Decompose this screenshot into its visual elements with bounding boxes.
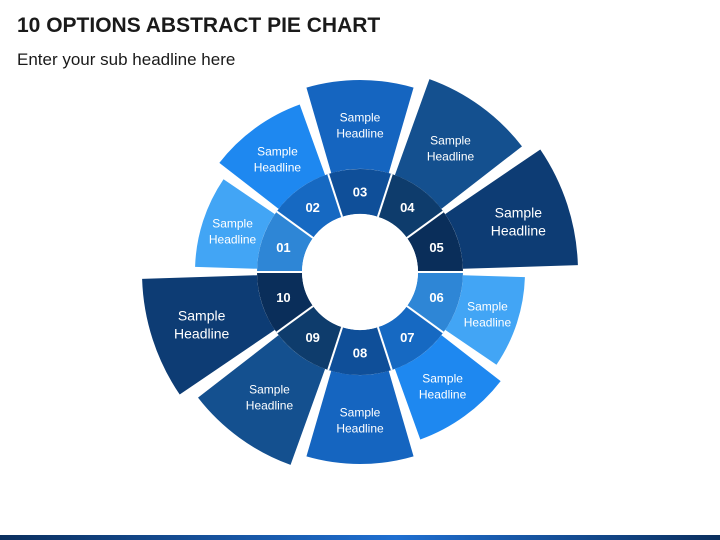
center-hole — [302, 214, 418, 330]
segment-04-inner — [377, 174, 444, 238]
segment-09 — [198, 335, 326, 465]
segment-label-line2: Headline — [427, 149, 475, 163]
segment-number: 10 — [276, 290, 290, 305]
segment-01-inner — [257, 211, 314, 272]
segment-10-inner — [257, 272, 314, 333]
segment-label-line1: Sample — [340, 406, 381, 420]
inner-ring-divider — [327, 326, 344, 371]
segment-label-line1: Sample — [178, 307, 226, 323]
inner-ring-divider — [406, 210, 444, 239]
segment-number: 05 — [429, 240, 443, 255]
segment-number: 02 — [305, 200, 319, 215]
segment-label-line2: Headline — [246, 399, 294, 413]
segment-label-line2: Headline — [209, 233, 257, 247]
inner-ring-divider — [327, 173, 344, 218]
segment-03-inner — [328, 169, 392, 217]
segment-10 — [142, 275, 275, 395]
segment-02 — [219, 104, 326, 209]
segment-label-line2: Headline — [419, 388, 467, 402]
segment-06-inner — [406, 272, 463, 333]
segment-label-line2: Headline — [336, 127, 384, 141]
segment-label-line1: Sample — [467, 299, 508, 313]
segment-number: 08 — [353, 346, 367, 361]
inner-ring-divider — [376, 173, 393, 218]
segment-number: 03 — [353, 185, 367, 200]
segment-05-inner — [406, 211, 463, 272]
segment-label-line1: Sample — [212, 217, 253, 231]
segment-label-line1: Sample — [495, 205, 543, 221]
segment-03 — [306, 79, 414, 174]
segment-number: 06 — [429, 290, 443, 305]
segment-label-line1: Sample — [249, 383, 290, 397]
bottom-accent-bar — [0, 535, 720, 540]
segment-06 — [445, 275, 525, 365]
inner-ring-divider — [406, 305, 444, 334]
segment-number: 04 — [400, 200, 415, 215]
segment-01 — [195, 179, 275, 269]
segment-label-line2: Headline — [336, 422, 384, 436]
segment-number: 07 — [400, 330, 414, 345]
segment-02-inner — [276, 174, 343, 238]
segment-04 — [394, 79, 522, 209]
segment-label-line1: Sample — [430, 133, 471, 147]
segment-label-line2: Headline — [464, 315, 512, 329]
segment-label-line1: Sample — [340, 111, 381, 125]
segment-08-inner — [328, 327, 392, 376]
inner-ring-divider — [376, 326, 393, 371]
segment-label-line2: Headline — [254, 160, 302, 174]
segment-label-line2: Headline — [491, 223, 546, 239]
page-subtitle: Enter your sub headline here — [17, 50, 236, 69]
segment-label-line1: Sample — [257, 144, 298, 158]
segment-label-line2: Headline — [174, 325, 229, 341]
segment-number: 01 — [276, 240, 290, 255]
segment-number: 09 — [305, 330, 319, 345]
segment-05 — [445, 149, 578, 269]
inner-ring-divider — [276, 210, 314, 239]
segment-09-inner — [276, 306, 343, 370]
segment-07 — [394, 335, 501, 440]
segment-08 — [306, 370, 414, 464]
segment-label-line1: Sample — [422, 372, 463, 386]
page-title: 10 OPTIONS ABSTRACT PIE CHART — [17, 14, 381, 37]
segment-07-inner — [377, 306, 444, 370]
inner-ring-divider — [276, 305, 314, 334]
